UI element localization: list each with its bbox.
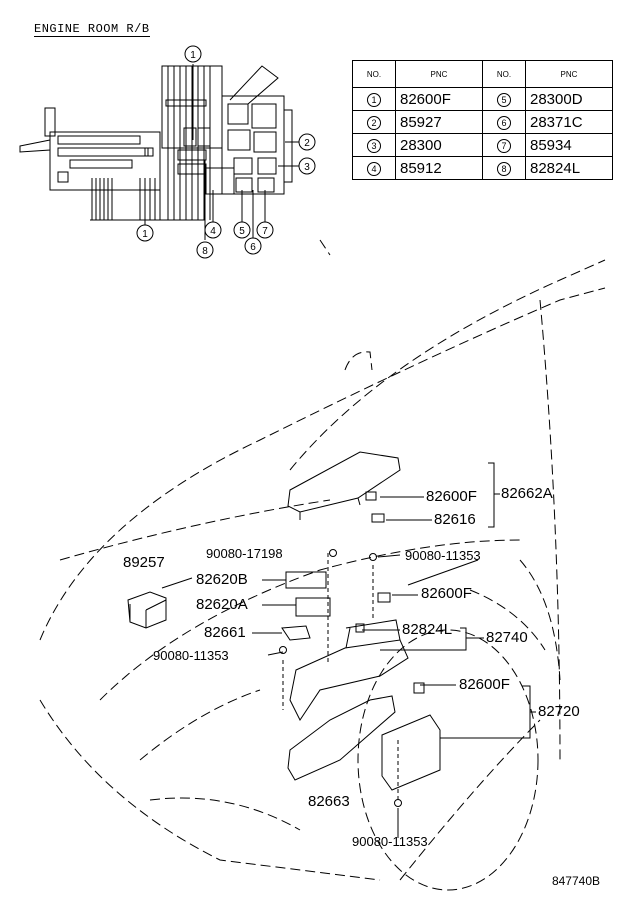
pnc-cell: 82824L — [525, 156, 613, 180]
module-89257 — [127, 591, 167, 629]
row-number: 5 — [497, 93, 511, 107]
row-number: 1 — [367, 93, 381, 107]
pnc-cell: 85912 — [395, 156, 483, 180]
callout-5: 5 — [233, 221, 251, 239]
callout-3: 3 — [298, 157, 316, 175]
pnc-cell: 28300D — [525, 87, 613, 111]
part-label-82662A[interactable]: 82662A — [501, 485, 553, 502]
bolt-90080-11353-b — [279, 646, 287, 654]
table-row: 3 28300 7 85934 — [352, 133, 613, 157]
relay-box-82740 — [289, 619, 409, 721]
part-label-82661[interactable]: 82661 — [204, 624, 246, 641]
bolt-90080-11353-a — [369, 553, 377, 561]
vehicle-outline — [39, 239, 606, 891]
lower-tray-82663 — [287, 695, 396, 781]
part-label-90080-11353-a[interactable]: 90080-11353 — [405, 548, 481, 563]
callout-2: 2 — [298, 133, 316, 151]
section-title: ENGINE ROOM R/B — [34, 22, 150, 37]
part-label-82600F-b[interactable]: 82600F — [421, 585, 472, 602]
row-number: 2 — [367, 116, 381, 130]
bolt-90080-11353-c — [394, 799, 402, 807]
part-label-82740[interactable]: 82740 — [486, 629, 528, 646]
pnc-cell: 85927 — [395, 110, 483, 134]
table-row: 1 82600F 5 28300D — [352, 87, 613, 111]
row-number: 7 — [497, 139, 511, 153]
pnc-cell: 28371C — [525, 110, 613, 134]
row-number: 3 — [367, 139, 381, 153]
svg-text:5: 5 — [239, 226, 245, 237]
box-82720 — [381, 682, 441, 791]
callout-1-bottom: 1 — [136, 224, 154, 242]
part-label-90080-11353-c[interactable]: 90080-11353 — [352, 834, 428, 849]
bracket-82661 — [281, 625, 311, 641]
header-no-2: NO. — [482, 60, 526, 88]
fuse-82600F-b — [377, 592, 391, 603]
callout-7: 7 — [256, 221, 274, 239]
svg-text:1: 1 — [142, 229, 148, 240]
part-label-82720[interactable]: 82720 — [538, 703, 580, 720]
pnc-cell: 85934 — [525, 133, 613, 157]
row-number: 8 — [497, 162, 511, 176]
part-label-90080-11353-b[interactable]: 90080-11353 — [153, 648, 229, 663]
svg-text:2: 2 — [304, 138, 310, 149]
header-pnc-1: PNC — [395, 60, 483, 88]
row-number: 6 — [497, 116, 511, 130]
svg-text:1: 1 — [190, 50, 196, 61]
svg-text:3: 3 — [304, 162, 310, 173]
pnc-cell: 28300 — [395, 133, 483, 157]
svg-text:4: 4 — [210, 226, 216, 237]
header-pnc-2: PNC — [525, 60, 613, 88]
part-label-82600F-c[interactable]: 82600F — [459, 676, 510, 693]
part-label-89257[interactable]: 89257 — [123, 554, 165, 571]
inset-relay-block — [19, 64, 300, 240]
table-row: 2 85927 6 28371C — [352, 110, 613, 134]
part-label-82616[interactable]: 82616 — [434, 511, 476, 528]
part-label-82824L[interactable]: 82824L — [402, 621, 453, 638]
relay-block-cover — [287, 451, 401, 523]
part-label-82620B[interactable]: 82620B — [196, 571, 248, 588]
svg-text:8: 8 — [202, 246, 208, 257]
part-label-90080-17198[interactable]: 90080-17198 — [206, 546, 283, 561]
leader-lines — [161, 462, 536, 838]
callout-8: 8 — [196, 241, 214, 259]
row-number: 4 — [367, 162, 381, 176]
part-label-82663[interactable]: 82663 — [308, 793, 350, 810]
part-label-82620A[interactable]: 82620A — [196, 596, 248, 613]
header-no-1: NO. — [352, 60, 396, 88]
pnc-table: NO. PNC NO. PNC 1 82600F 5 28300D 2 8592… — [352, 60, 613, 180]
pnc-cell: 82600F — [395, 87, 483, 111]
part-label-82600F-a[interactable]: 82600F — [426, 488, 477, 505]
illustration-code: 847740B — [551, 874, 600, 888]
callout-1-top: 1 — [184, 45, 202, 63]
svg-text:7: 7 — [262, 226, 268, 237]
table-row: 4 85912 8 82824L — [352, 156, 613, 180]
nut-90080-17198 — [329, 549, 337, 557]
relay-82620A — [295, 597, 331, 617]
callout-4: 4 — [204, 221, 222, 239]
svg-text:6: 6 — [250, 242, 256, 253]
pnc-table-header: NO. PNC NO. PNC — [352, 60, 613, 88]
callout-6: 6 — [244, 237, 262, 255]
